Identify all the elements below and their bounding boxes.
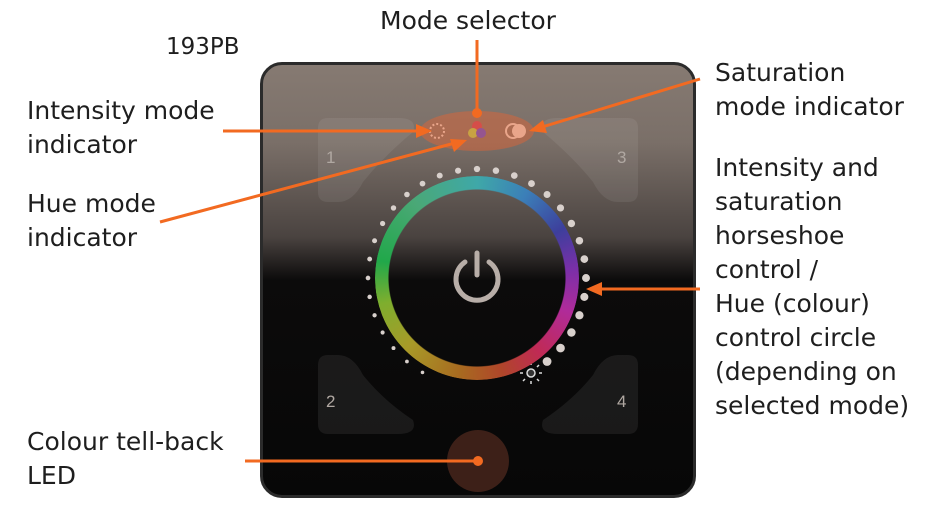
horseshoe-label: Intensity and saturation horseshoe contr…: [715, 153, 910, 420]
horseshoe-dot[interactable]: [372, 313, 377, 318]
horseshoe-dot[interactable]: [367, 294, 372, 300]
horseshoe-dot[interactable]: [367, 256, 373, 262]
hue-mode-label: Hue mode indicator: [27, 189, 156, 252]
horseshoe-dot[interactable]: [543, 190, 551, 199]
horseshoe-dot[interactable]: [575, 236, 584, 245]
horseshoe-dot[interactable]: [556, 204, 565, 212]
model-label: 193PB: [166, 34, 240, 60]
horseshoe-dot[interactable]: [582, 274, 590, 282]
horseshoe-dots[interactable]: [365, 165, 590, 375]
horseshoe-dot[interactable]: [404, 191, 410, 198]
horseshoe-dot[interactable]: [580, 255, 589, 263]
horseshoe-dot[interactable]: [580, 292, 589, 301]
button-4-label: 4: [617, 392, 626, 411]
led-label: Colour tell-back LED: [27, 427, 224, 490]
horseshoe-dot[interactable]: [455, 167, 462, 174]
button-4[interactable]: [542, 355, 638, 434]
saturation-mode-label: Saturation mode indicator: [715, 58, 904, 121]
horseshoe-dot[interactable]: [567, 219, 576, 228]
horseshoe-dot[interactable]: [420, 370, 425, 375]
horseshoe-dot[interactable]: [365, 275, 371, 281]
saturation-mode-icon: [505, 123, 526, 139]
button-1[interactable]: [318, 118, 414, 202]
horseshoe-dot[interactable]: [542, 357, 552, 366]
horseshoe-dot[interactable]: [379, 220, 386, 227]
button-1-label: 1: [326, 148, 335, 167]
horseshoe-dot[interactable]: [419, 180, 426, 187]
horseshoe-dot[interactable]: [405, 359, 409, 364]
horseshoe-dot[interactable]: [492, 167, 500, 174]
horseshoe-dot[interactable]: [436, 172, 443, 179]
horseshoe-dot[interactable]: [391, 346, 396, 351]
button-2-label: 2: [326, 392, 335, 411]
saturation-pointer: [541, 77, 701, 129]
horseshoe-dot[interactable]: [510, 172, 518, 179]
horseshoe-dot[interactable]: [528, 180, 535, 188]
button-2[interactable]: [318, 355, 414, 434]
horseshoe-dot[interactable]: [575, 311, 584, 320]
hue-pointer: [159, 141, 456, 224]
horseshoe-dot[interactable]: [567, 328, 576, 337]
horseshoe-dot[interactable]: [390, 205, 397, 211]
horseshoe-dot[interactable]: [372, 238, 378, 244]
mode-selector-label: Mode selector: [380, 6, 556, 35]
horseshoe-dot[interactable]: [556, 343, 565, 353]
hue-control-ring[interactable]: [375, 176, 579, 380]
intensity-mode-label: Intensity mode indicator: [27, 96, 215, 159]
hue-mode-icon: [468, 121, 486, 138]
horseshoe-dot[interactable]: [380, 330, 385, 335]
button-3[interactable]: [542, 118, 638, 202]
button-3-label: 3: [617, 148, 626, 167]
horseshoe-dot[interactable]: [473, 165, 481, 173]
